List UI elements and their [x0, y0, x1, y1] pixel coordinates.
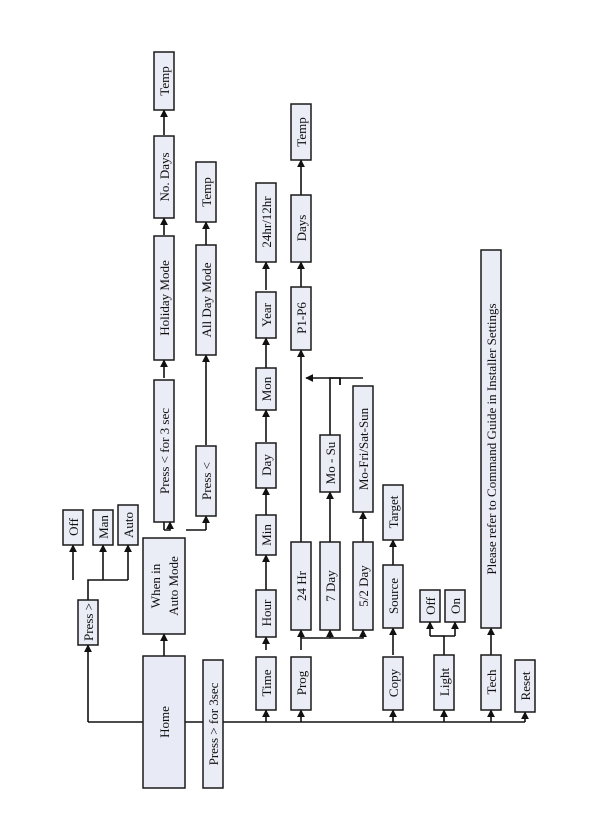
light-on-label: On [448, 598, 463, 614]
prog-label: Prog [294, 670, 309, 695]
off-mode-label: Off [66, 517, 81, 535]
no-days-label: No. Days [157, 152, 172, 201]
day7-box [319, 541, 341, 631]
year-label: Year [259, 302, 274, 327]
source-box [382, 564, 404, 629]
holiday-mode-label: Holiday Mode [157, 260, 172, 336]
mofri-satsun-label: Mo-Fri/Sat-Sun [356, 407, 371, 490]
light-label: Light [437, 668, 452, 697]
man-mode-box [92, 509, 114, 546]
when-in-label-line2: Auto Mode [166, 556, 181, 616]
year-box [255, 291, 277, 339]
copy-box [382, 656, 404, 711]
when-in-label-line1: When in [148, 563, 163, 608]
day7-label: 7 Day [323, 570, 338, 602]
hour-label: Hour [259, 599, 274, 626]
holiday-temp-label: Temp [157, 66, 172, 95]
connectors [69, 109, 529, 723]
min-label: Min [259, 524, 274, 546]
hr-format-label: 24hr/12hr [259, 196, 274, 248]
time-label: Time [259, 669, 274, 696]
light-on-box [444, 589, 466, 623]
tech-note-box [480, 249, 502, 629]
no-days-box [153, 135, 175, 219]
target-label: Target [386, 495, 401, 528]
target-box [382, 484, 404, 541]
mofri-satsun-box [352, 385, 374, 513]
prog-box [290, 656, 312, 711]
day52-box [352, 541, 374, 631]
all-day-temp-label: Temp [199, 177, 214, 206]
auto-mode-label: Auto [121, 512, 136, 538]
mo-su-box [319, 434, 341, 493]
off-mode-box [62, 509, 84, 546]
hr24-label: 24 Hr [294, 570, 309, 601]
home-label: Home [157, 706, 172, 738]
hr24-box [290, 541, 312, 631]
press-right-3sec-label: Press > for 3sec [206, 682, 221, 765]
boxes [62, 51, 536, 789]
mon-label: Mon [259, 376, 274, 401]
home-box [142, 655, 186, 789]
min-box [255, 514, 277, 556]
press-right-label: Press > [81, 603, 96, 641]
man-mode-label: Man [96, 515, 111, 539]
hour-box [255, 589, 277, 638]
copy-label: Copy [386, 668, 401, 697]
auto-mode-box [117, 504, 139, 546]
time-box [255, 656, 277, 711]
light-off-box [419, 589, 441, 623]
tech-box [480, 654, 502, 711]
light-box [433, 654, 455, 711]
holiday-temp-box [153, 51, 175, 111]
day-box [255, 442, 277, 489]
light-off-label: Off [423, 596, 438, 614]
reset-label: Reset [518, 671, 533, 700]
press-right-box [77, 599, 99, 646]
prog-temp-label: Temp [294, 117, 309, 146]
tech-note-label: Please refer to Command Guide in Install… [484, 303, 499, 574]
days-label: Days [294, 215, 309, 242]
press-left-box [195, 445, 217, 517]
mon-box [255, 367, 277, 411]
when-in-auto-box [142, 537, 186, 635]
hr-format-box [255, 182, 277, 263]
all-day-mode-box [195, 244, 217, 356]
holiday-mode-box [153, 235, 175, 361]
press-left-3sec-box [153, 379, 175, 523]
p1-p6-label: P1-P6 [294, 302, 309, 334]
press-left-label: Press < [199, 462, 214, 500]
all-day-temp-box [195, 161, 217, 223]
p1-p6-box [290, 286, 312, 351]
tech-label: Tech [484, 669, 499, 695]
press-right-3sec-box [202, 659, 224, 789]
prog-temp-box [290, 103, 312, 161]
days-box [290, 194, 312, 263]
all-day-mode-label: All Day Mode [199, 262, 214, 337]
reset-box [514, 659, 536, 713]
day52-label: 5/2 Day [356, 565, 371, 607]
labels: Home Press > Off Man Auto When in Auto M… [66, 66, 533, 765]
day-label: Day [259, 454, 274, 476]
mo-su-label: Mo - Su [323, 441, 338, 484]
source-label: Source [386, 578, 401, 614]
press-left-3sec-label: Press < for 3 sec [157, 408, 172, 494]
